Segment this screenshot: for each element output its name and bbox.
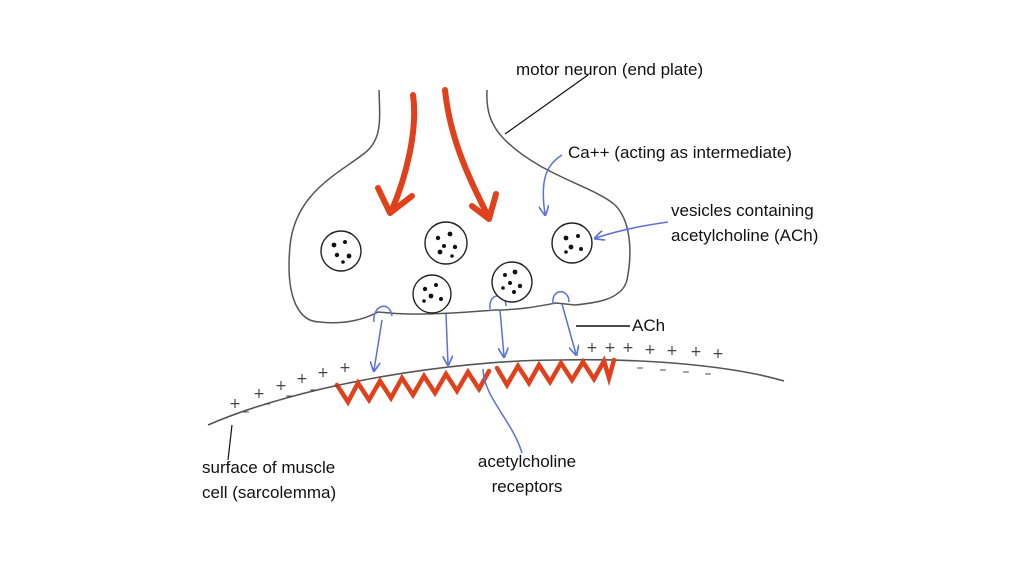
negative-charge-symbol: – — [637, 360, 644, 376]
motor-neuron-leader — [504, 74, 589, 135]
calcium-label-text: Ca++ (acting as intermediate) — [568, 143, 792, 162]
receptors-label-line2: receptors — [491, 477, 563, 496]
vesicles-label: vesicles containing acetylcholine (ACh) — [671, 198, 818, 248]
positive-charge-symbol: + — [644, 342, 656, 358]
sarcolemma-label: surface of muscle cell (sarcolemma) — [202, 455, 336, 505]
negative-charge-symbol: – — [243, 404, 250, 420]
motor-neuron-label: motor neuron (end plate) — [516, 57, 703, 82]
membrane-charges: +++++++++++++––––––––– — [229, 340, 724, 420]
positive-charge-symbol: + — [229, 396, 241, 412]
action-potential-arrows — [375, 87, 499, 222]
neuron-terminal-outline — [288, 89, 631, 324]
positive-charge-symbol: + — [712, 346, 724, 362]
ach-diffusion-arrows — [374, 303, 576, 370]
ach-label-text: ACh — [632, 316, 666, 335]
sarcolemma-label-line2: cell (sarcolemma) — [202, 483, 337, 502]
receptors-label-line1: acetylcholine — [477, 452, 577, 471]
acetylcholine-receptors — [334, 355, 617, 407]
negative-charge-symbol: – — [660, 362, 667, 378]
motor-neuron-label-text: motor neuron (end plate) — [516, 60, 704, 79]
label-leaders — [227, 74, 669, 461]
vesicle — [320, 230, 362, 272]
positive-charge-symbol: + — [622, 340, 634, 356]
vesicle — [424, 221, 468, 265]
calcium-arrow — [543, 154, 563, 214]
negative-charge-symbol: – — [310, 382, 317, 398]
negative-charge-symbol: – — [705, 366, 712, 382]
positive-charge-symbol: + — [275, 378, 287, 394]
negative-charge-symbol: – — [286, 388, 293, 404]
acetylcholine-molecules — [331, 231, 583, 303]
negative-charge-symbol: – — [264, 396, 271, 412]
positive-charge-symbol: + — [690, 344, 702, 360]
vesicles — [320, 221, 593, 314]
positive-charge-symbol: + — [317, 365, 329, 381]
negative-charge-symbol: – — [683, 364, 690, 380]
negative-charge-symbol: – — [333, 378, 340, 394]
sarcolemma-leader — [227, 424, 233, 461]
receptors-label: acetylcholine receptors — [462, 449, 592, 499]
positive-charge-symbol: + — [586, 340, 598, 356]
receptors-leader — [482, 368, 523, 454]
positive-charge-symbol: + — [296, 371, 308, 387]
vesicles-label-line1: vesicles containing — [671, 201, 814, 220]
sarcolemma-label-line1: surface of muscle — [202, 458, 336, 477]
positive-charge-symbol: + — [604, 340, 616, 356]
vesicles-arrow — [596, 221, 669, 238]
positive-charge-symbol: + — [339, 360, 351, 376]
release-pockets — [373, 291, 570, 323]
calcium-label: Ca++ (acting as intermediate) — [568, 140, 792, 165]
sarcolemma-surface — [207, 358, 785, 426]
positive-charge-symbol: + — [666, 343, 678, 359]
vesicles-label-line2: acetylcholine (ACh) — [671, 226, 819, 245]
vesicle — [551, 222, 593, 264]
ach-label: ACh — [632, 313, 665, 338]
positive-charge-symbol: + — [253, 386, 265, 402]
vesicle — [491, 261, 533, 303]
